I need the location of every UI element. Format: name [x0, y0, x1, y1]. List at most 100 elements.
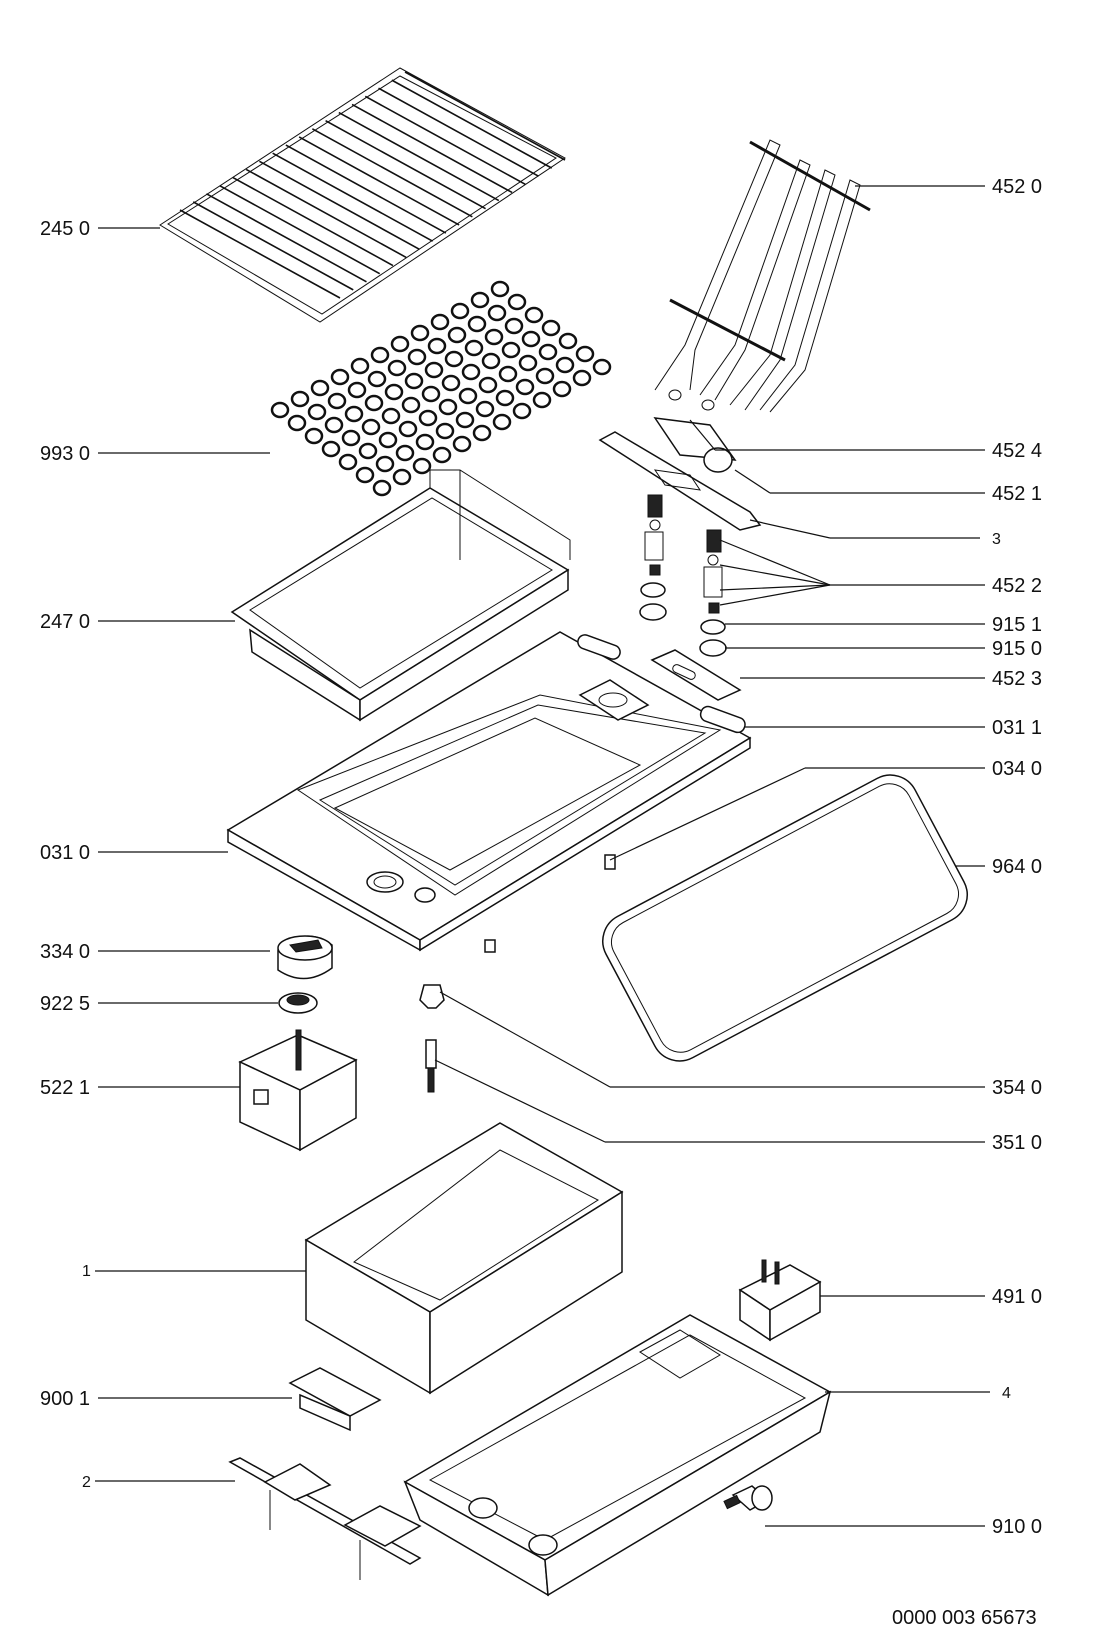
part-energy-regulator: [238, 1029, 358, 1152]
ring: [410, 324, 430, 342]
ring: [401, 396, 421, 414]
ring: [412, 457, 432, 475]
ring: [370, 346, 390, 364]
part-screw: [723, 1485, 773, 1511]
ring: [432, 446, 452, 464]
ring: [555, 356, 575, 374]
label-2: 2: [82, 1474, 91, 1491]
part-housing-box: [304, 1122, 624, 1395]
ring: [395, 444, 415, 462]
part-terminal-block: [738, 1259, 822, 1342]
ring: [347, 381, 367, 399]
ring: [321, 440, 341, 458]
ring: [535, 367, 555, 385]
rack-bar: [378, 87, 539, 177]
ring: [290, 390, 310, 408]
label-452-0: 452 0: [992, 176, 1042, 198]
ring: [458, 387, 478, 405]
ring: [324, 416, 344, 434]
ring: [495, 389, 515, 407]
part-knob-bezel: [278, 992, 318, 1014]
part-mounting-clip: [288, 1367, 382, 1432]
ring: [358, 442, 378, 460]
ring: [415, 433, 435, 451]
ring: [418, 409, 438, 427]
ring: [455, 411, 475, 429]
rack-bar: [338, 111, 500, 202]
part-spacer-plate: [650, 649, 742, 701]
ring: [521, 330, 541, 348]
rack-bar: [192, 201, 354, 291]
ring: [381, 407, 401, 425]
label-247-0: 247 0: [40, 611, 90, 633]
ring: [515, 378, 535, 396]
ring: [310, 379, 330, 397]
ring: [387, 359, 407, 377]
ring: [518, 354, 538, 372]
ring: [501, 341, 521, 359]
ring: [575, 345, 595, 363]
ring: [478, 376, 498, 394]
ring: [472, 424, 492, 442]
part-springs: [639, 494, 727, 657]
label-031-1: 031 1: [992, 717, 1042, 739]
part-flat-gasket: [602, 774, 968, 1062]
ring: [304, 427, 324, 445]
ring: [481, 352, 501, 370]
label-334-0: 334 0: [40, 941, 90, 963]
ring: [467, 315, 487, 333]
rack-bar: [285, 144, 447, 234]
part-tray: [230, 469, 571, 722]
ring: [392, 468, 412, 486]
ring: [390, 335, 410, 353]
ring: [338, 453, 358, 471]
label-964-0: 964 0: [992, 856, 1042, 878]
part-gasket-pads: [577, 634, 746, 734]
label-351-0: 351 0: [992, 1132, 1042, 1154]
ring: [512, 402, 532, 420]
ring: [384, 383, 404, 401]
label-915-0: 915 0: [992, 638, 1042, 660]
label-4: 4: [1002, 1385, 1011, 1402]
ring: [450, 302, 470, 320]
rack-bar: [351, 103, 513, 194]
label-922-5: 922 5: [40, 993, 90, 1015]
ring: [435, 422, 455, 440]
ring: [452, 435, 472, 453]
ring: [344, 405, 364, 423]
part-bottom-tray: [403, 1314, 832, 1597]
rack-bar: [325, 120, 486, 210]
label-1: 1: [82, 1263, 91, 1280]
part-hob-frame: [226, 631, 752, 953]
label-993-0: 993 0: [40, 443, 90, 465]
label-910-0: 910 0: [992, 1516, 1042, 1538]
ring: [552, 380, 572, 398]
label-491-0: 491 0: [992, 1286, 1042, 1308]
ring: [507, 293, 527, 311]
ring: [438, 398, 458, 416]
rack-bar: [272, 152, 434, 242]
rack-bar: [404, 71, 566, 161]
rack-bar: [259, 160, 420, 250]
ring: [270, 401, 290, 419]
ring: [364, 394, 384, 412]
ring: [355, 466, 375, 484]
ring: [367, 370, 387, 388]
ring: [504, 317, 524, 335]
label-031-0: 031 0: [40, 842, 90, 864]
label-034-0: 034 0: [992, 758, 1042, 780]
ring: [361, 418, 381, 436]
ring: [327, 392, 347, 410]
label-452-4: 452 4: [992, 440, 1042, 462]
part-bracket-rail: [228, 1457, 422, 1580]
ring: [430, 313, 450, 331]
ring: [541, 319, 561, 337]
label-452-1: 452 1: [992, 483, 1042, 505]
rack-bar: [232, 176, 394, 267]
label-522-1: 522 1: [40, 1077, 90, 1099]
ring: [421, 385, 441, 403]
label-3: 3: [992, 531, 1001, 548]
ring: [372, 479, 392, 497]
rack-bar: [245, 168, 407, 259]
rack-bar: [179, 209, 341, 299]
